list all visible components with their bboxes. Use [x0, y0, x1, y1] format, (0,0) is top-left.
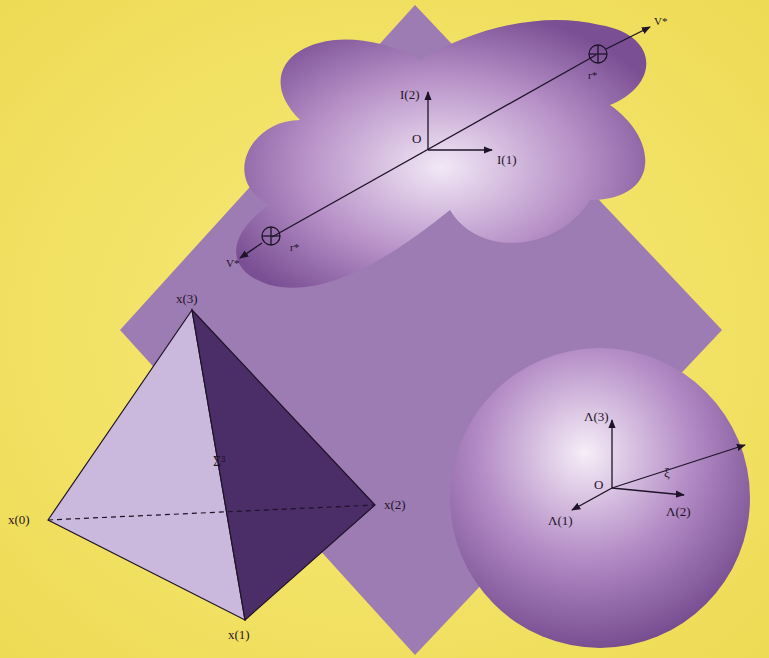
blob-shape: [236, 20, 646, 288]
point-label: r*: [588, 70, 597, 81]
point-label: r*: [290, 242, 299, 253]
simplex-label: Σ³: [213, 455, 225, 469]
origin-label: O: [594, 478, 603, 491]
tetrahedron-face: [192, 310, 375, 620]
vertex-label: x(1): [228, 628, 250, 641]
origin-label: O: [412, 132, 421, 145]
axis-label: I(2): [400, 88, 420, 101]
vector-label: ξ: [664, 466, 670, 479]
axis-label: Λ(2): [666, 505, 691, 518]
vertex-label: x(3): [176, 292, 198, 305]
vertex-label: x(2): [384, 498, 406, 511]
vector-label: V*: [654, 16, 667, 27]
sphere: [450, 348, 750, 648]
axis-label: Λ(1): [548, 514, 573, 527]
axis-label: I(1): [497, 153, 517, 166]
vector-label: V*: [226, 258, 239, 269]
axis-label: Λ(3): [584, 410, 609, 423]
vertex-label: x(0): [8, 513, 30, 526]
